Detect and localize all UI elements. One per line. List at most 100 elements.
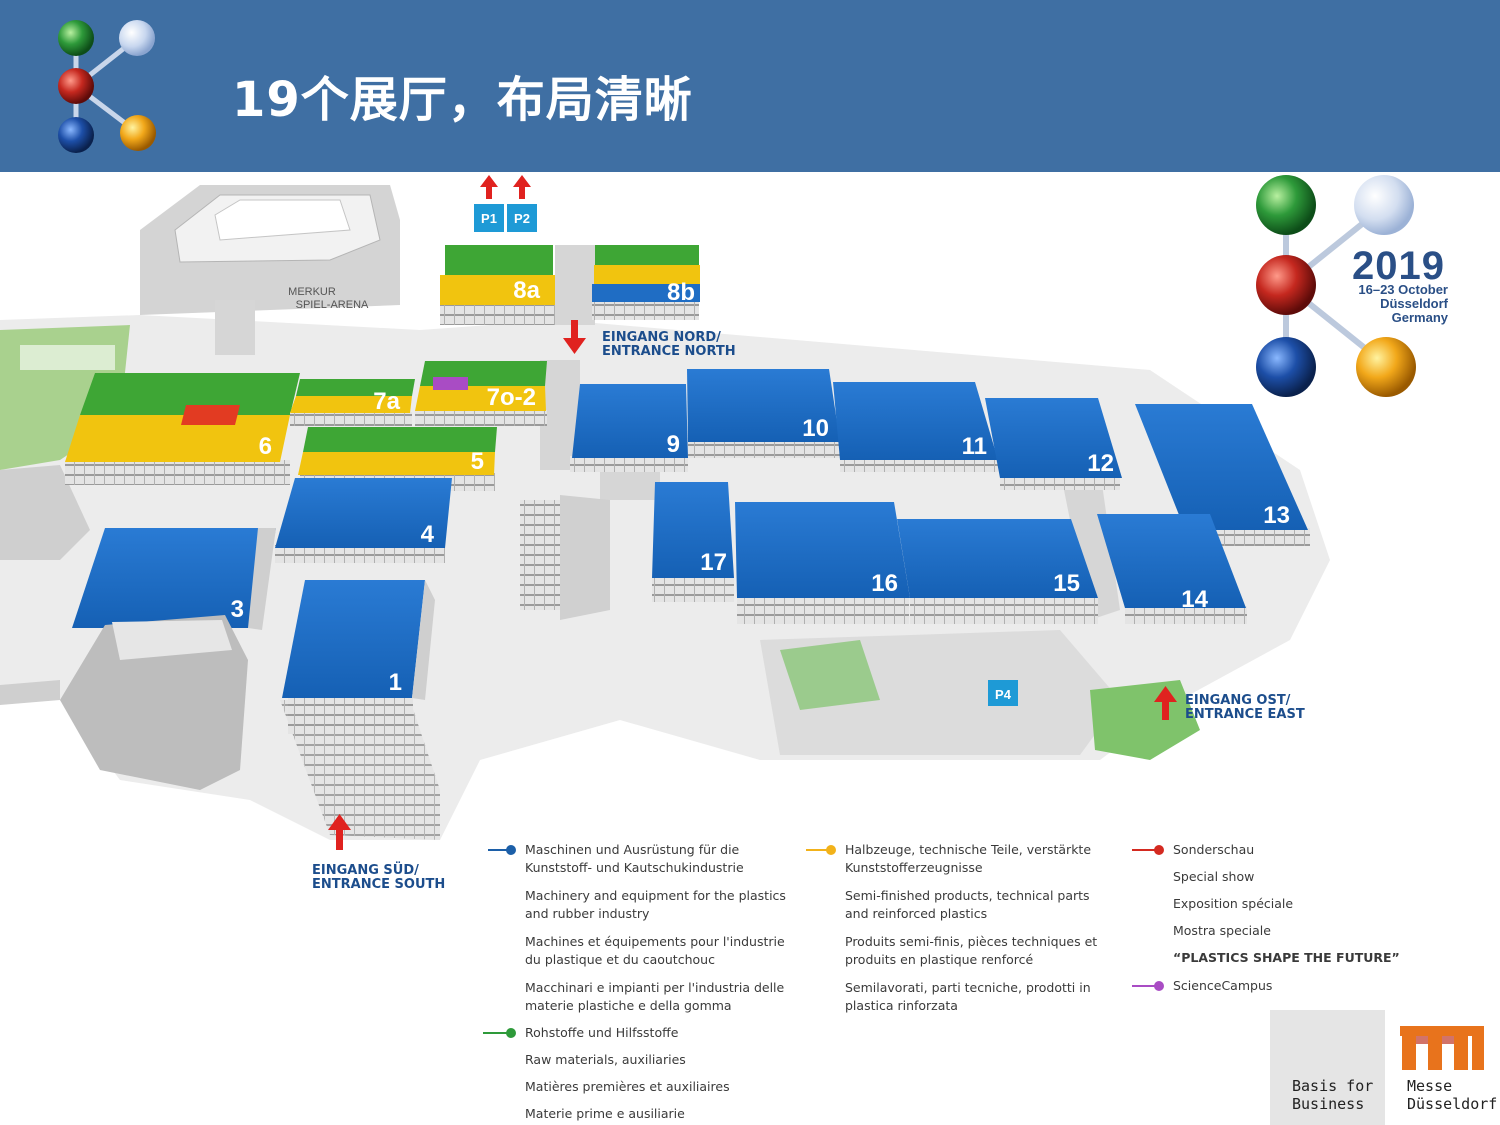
hall-8b[interactable]: 8b bbox=[592, 245, 700, 320]
parking-p1[interactable]: P1 bbox=[474, 204, 504, 232]
hall-16[interactable]: 16 bbox=[735, 502, 910, 624]
hall-9-label: 9 bbox=[667, 431, 680, 458]
hall-12[interactable]: 12 bbox=[985, 398, 1122, 490]
hall-6-label: 6 bbox=[259, 433, 272, 460]
legend-machinery-de: Maschinen und Ausrüstung für die Kunstst… bbox=[525, 842, 744, 875]
footer-basis-text: Basis for Business bbox=[1292, 1077, 1373, 1113]
hall-9[interactable]: 9 bbox=[570, 384, 688, 472]
hall-13-label: 13 bbox=[1263, 502, 1290, 529]
footer-messe-line1: Messe bbox=[1407, 1077, 1453, 1095]
arrow-up-icon bbox=[513, 175, 531, 199]
hall-7o-2-label: 7o-2 bbox=[487, 384, 536, 411]
event-year: 2019 bbox=[1352, 244, 1445, 288]
legend-special-de: Sonderschau bbox=[1173, 842, 1255, 857]
legend-special-theme: “PLASTICS SHAPE THE FUTURE” bbox=[1173, 950, 1400, 965]
parking-p2[interactable]: P2 bbox=[507, 204, 537, 232]
arrow-down-icon bbox=[563, 320, 586, 354]
hall-7o-2[interactable]: 7o-2 bbox=[415, 361, 547, 426]
footer-messe-text: Messe Düsseldorf bbox=[1407, 1077, 1497, 1113]
arrow-up-icon bbox=[328, 814, 351, 850]
arena-label-line1: MERKUR bbox=[288, 286, 336, 298]
event-city: Düsseldorf bbox=[1380, 296, 1448, 311]
hall-7a-label: 7a bbox=[373, 388, 400, 415]
legend-machinery-fr: Machines et équipements pour l'industrie… bbox=[525, 934, 785, 967]
legend-marker-red bbox=[1132, 845, 1164, 855]
hall-10-label: 10 bbox=[802, 415, 829, 442]
office-tower bbox=[520, 495, 610, 620]
hall-14-label: 14 bbox=[1181, 586, 1208, 613]
arena-label-line2: SPIEL-ARENA bbox=[296, 299, 369, 311]
k2019-molecule-logo bbox=[1256, 175, 1416, 397]
parking-p4[interactable]: P4 bbox=[988, 680, 1018, 706]
legend-special-en: Special show bbox=[1173, 869, 1255, 884]
legend-semi: Halbzeuge, technische Teile, verstärkte … bbox=[845, 841, 1100, 1025]
hall-8a-label: 8a bbox=[513, 277, 540, 304]
event-dates: 16–23 October Düsseldorf Germany bbox=[1300, 283, 1448, 325]
hall-11-label: 11 bbox=[962, 433, 987, 460]
header-banner: 19个展厅，布局清晰 bbox=[0, 0, 1500, 172]
entrance-east-line1: EINGANG OST/ bbox=[1185, 693, 1291, 708]
hall-1[interactable]: 1 bbox=[280, 580, 440, 840]
hall-17-label: 17 bbox=[700, 549, 727, 576]
hall-11[interactable]: 11 bbox=[833, 382, 998, 472]
hall-16-label: 16 bbox=[871, 570, 898, 597]
legend-marker-yellow bbox=[806, 845, 836, 855]
hall-15-label: 15 bbox=[1053, 570, 1080, 597]
legend-machinery-en: Machinery and equipment for the plastics… bbox=[525, 888, 786, 921]
legend-marker-purple bbox=[1132, 981, 1164, 991]
science-campus-area[interactable] bbox=[433, 377, 468, 390]
legend-science-label: ScienceCampus bbox=[1173, 978, 1273, 993]
entrance-east-line2: ENTRANCE EAST bbox=[1185, 707, 1305, 722]
hall-4[interactable]: 4 bbox=[275, 478, 452, 563]
hall-6[interactable]: 6 bbox=[65, 373, 300, 485]
legend-semi-fr: Produits semi-finis, pièces techniques e… bbox=[845, 934, 1098, 967]
legend-semi-en: Semi-finished products, technical parts … bbox=[845, 888, 1090, 921]
hall-14[interactable]: 14 bbox=[1097, 514, 1247, 624]
hall-1-label: 1 bbox=[389, 669, 402, 696]
messe-duesseldorf-logo bbox=[1400, 1026, 1484, 1070]
footer-basis-box bbox=[1270, 1010, 1385, 1125]
parking-p4-label: P4 bbox=[995, 687, 1012, 702]
event-country: Germany bbox=[1391, 310, 1448, 325]
legend-raw-de: Rohstoffe und Hilfsstoffe bbox=[525, 1025, 679, 1040]
parking-p2-label: P2 bbox=[514, 211, 530, 226]
legend-marker-green bbox=[483, 1028, 516, 1038]
page-title: 19个展厅，布局清晰 bbox=[232, 72, 693, 128]
hall-3-label: 3 bbox=[231, 596, 244, 623]
entrance-south-line1: EINGANG SÜD/ bbox=[312, 862, 419, 878]
congress-center bbox=[0, 615, 248, 790]
legend-special-fr: Exposition spéciale bbox=[1173, 896, 1294, 911]
legend-semi-it: Semilavorati, parti tecniche, prodotti i… bbox=[845, 980, 1091, 1013]
legend-science: ScienceCampus bbox=[1173, 977, 1373, 1005]
hall-10[interactable]: 10 bbox=[687, 369, 840, 458]
hall-8a[interactable]: 8a bbox=[440, 245, 555, 325]
special-show-area[interactable] bbox=[181, 405, 240, 425]
hall-12-label: 12 bbox=[1087, 450, 1114, 477]
entrance-north-line1: EINGANG NORD/ bbox=[602, 330, 721, 345]
hall-4-label: 4 bbox=[421, 521, 435, 548]
legend-special-it: Mostra speciale bbox=[1173, 923, 1271, 938]
footer-basis-line2: Business bbox=[1292, 1095, 1365, 1113]
legend-raw: Rohstoffe und Hilfsstoffe Raw materials,… bbox=[525, 1024, 790, 1125]
hall-5-label: 5 bbox=[471, 448, 484, 475]
merkur-spiel-arena: MERKUR SPIEL-ARENA bbox=[140, 185, 400, 315]
arrow-up-icon bbox=[1154, 686, 1177, 720]
fairground-map: MERKUR SPIEL-ARENA 8a 8b 6 bbox=[0, 175, 1416, 892]
hall-8b-label: 8b bbox=[667, 279, 695, 306]
legend-machinery: Maschinen und Ausrüstung für die Kunstst… bbox=[525, 841, 790, 1025]
legend-raw-fr: Matières premières et auxiliaires bbox=[525, 1079, 730, 1094]
hall-3[interactable]: 3 bbox=[72, 528, 276, 630]
hall-7a[interactable]: 7a bbox=[290, 379, 415, 426]
legend-raw-en: Raw materials, auxiliaries bbox=[525, 1052, 686, 1067]
parking-p1-label: P1 bbox=[481, 211, 497, 226]
entrance-north-line2: ENTRANCE NORTH bbox=[602, 344, 736, 359]
footer-messe-line2: Düsseldorf bbox=[1407, 1095, 1498, 1113]
arrow-up-icon bbox=[480, 175, 498, 199]
event-date-range: 16–23 October bbox=[1358, 282, 1448, 297]
hall-17[interactable]: 17 bbox=[652, 482, 734, 602]
hall-15[interactable]: 15 bbox=[897, 519, 1098, 624]
legend-special: Sonderschau Special show Exposition spéc… bbox=[1173, 841, 1433, 976]
k-molecule-logo bbox=[58, 20, 156, 153]
footer-basis-line1: Basis for bbox=[1292, 1077, 1374, 1095]
legend-semi-de: Halbzeuge, technische Teile, verstärkte … bbox=[845, 842, 1092, 875]
